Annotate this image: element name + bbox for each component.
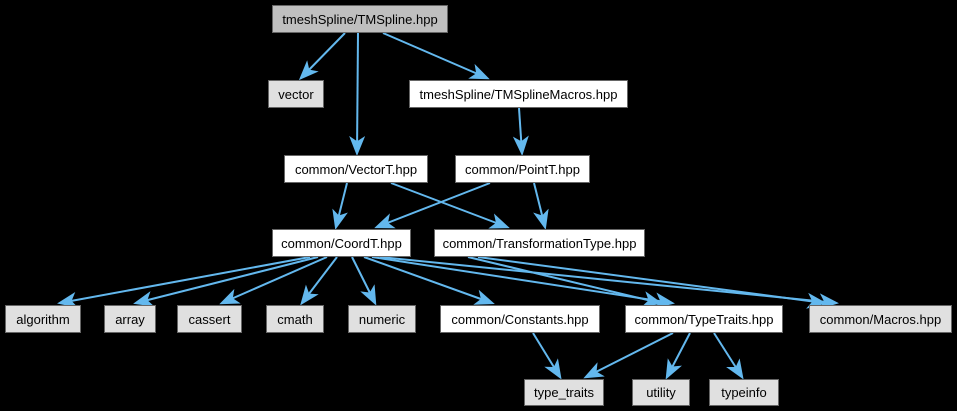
- graph-edge-pointt-to-coordt: [374, 182, 491, 229]
- graph-node-cmath[interactable]: cmath: [266, 305, 324, 333]
- graph-node-algorithm[interactable]: algorithm: [5, 305, 81, 333]
- graph-node-constants[interactable]: common/Constants.hpp: [440, 305, 600, 333]
- graph-node-pointt[interactable]: common/PointT.hpp: [455, 155, 590, 183]
- graph-edge-constants-to-type_traits: [532, 332, 562, 380]
- graph-node-label: algorithm: [16, 311, 70, 327]
- graph-edge-transformtype-to-typetraits: [467, 256, 663, 307]
- graph-node-vectort[interactable]: common/VectorT.hpp: [284, 155, 428, 183]
- graph-node-label: common/VectorT.hpp: [294, 161, 418, 177]
- graph-node-utility[interactable]: utility: [632, 379, 690, 406]
- graph-node-label: tmeshSpline/TMSpline.hpp: [282, 11, 438, 27]
- graph-node-label: cassert: [188, 311, 231, 327]
- graph-node-type_traits[interactable]: type_traits: [524, 379, 604, 406]
- graph-edge-vectort-to-transformtype: [390, 182, 510, 229]
- graph-edge-vectort-to-coordt: [332, 182, 348, 230]
- graph-node-label: common/TypeTraits.hpp: [634, 311, 774, 327]
- graph-node-label: type_traits: [534, 385, 594, 400]
- graph-edge-tmspline-to-vector: [298, 32, 346, 81]
- graph-node-label: tmeshSpline/TMSplineMacros.hpp: [419, 86, 618, 102]
- graph-node-coordt[interactable]: common/CoordT.hpp: [272, 229, 411, 257]
- graph-edge-coordt-to-numeric: [351, 256, 377, 306]
- graph-node-macros[interactable]: common/Macros.hpp: [809, 305, 952, 333]
- graph-edge-coordt-to-array: [133, 256, 319, 307]
- graph-edge-coordt-to-algorithm: [57, 256, 311, 308]
- graph-edge-typetraits-to-type_traits: [583, 332, 674, 379]
- graph-node-numeric[interactable]: numeric: [348, 305, 416, 333]
- graph-edge-pointt-to-transformtype: [533, 182, 549, 230]
- graph-node-label: numeric: [358, 311, 406, 327]
- graph-node-tmsplinemacros[interactable]: tmeshSpline/TMSplineMacros.hpp: [409, 80, 628, 108]
- graph-node-label: cmath: [277, 311, 313, 327]
- graph-edge-tmspline-to-tmsplinemacros: [382, 32, 490, 80]
- graph-edge-tmspline-to-vectort: [349, 32, 366, 156]
- graph-node-label: vector: [278, 86, 314, 102]
- graph-node-label: common/CoordT.hpp: [281, 235, 402, 251]
- graph-edge-typetraits-to-utility: [665, 332, 691, 380]
- graph-edge-coordt-to-cassert: [219, 256, 328, 305]
- graph-node-label: common/PointT.hpp: [465, 161, 580, 177]
- graph-node-vector[interactable]: vector: [268, 80, 324, 108]
- graph-node-label: utility: [646, 385, 676, 400]
- graph-edge-tmsplinemacros-to-pointt: [512, 107, 529, 156]
- graph-node-transformtype[interactable]: common/TransformationType.hpp: [434, 229, 645, 257]
- graph-node-label: typeinfo: [721, 385, 767, 400]
- graph-edge-coordt-to-constants: [363, 256, 495, 305]
- graph-edge-coordt-to-cmath: [300, 256, 338, 306]
- graph-node-label: array: [115, 311, 145, 327]
- graph-edge-coordt-to-typetraits: [371, 256, 675, 309]
- graph-edge-coordt-to-macros: [379, 256, 839, 310]
- graph-node-cassert[interactable]: cassert: [177, 305, 242, 333]
- graph-node-typetraits[interactable]: common/TypeTraits.hpp: [625, 305, 783, 333]
- graph-node-array[interactable]: array: [104, 305, 156, 333]
- graph-node-label: common/Macros.hpp: [819, 311, 942, 327]
- graph-edge-transformtype-to-macros: [477, 256, 827, 309]
- graph-edge-typetraits-to-typeinfo: [713, 332, 744, 380]
- graph-node-label: common/TransformationType.hpp: [442, 235, 637, 251]
- graph-node-label: common/Constants.hpp: [451, 311, 589, 327]
- graph-node-tmspline[interactable]: tmeshSpline/TMSpline.hpp: [272, 5, 448, 33]
- graph-node-typeinfo[interactable]: typeinfo: [709, 379, 779, 406]
